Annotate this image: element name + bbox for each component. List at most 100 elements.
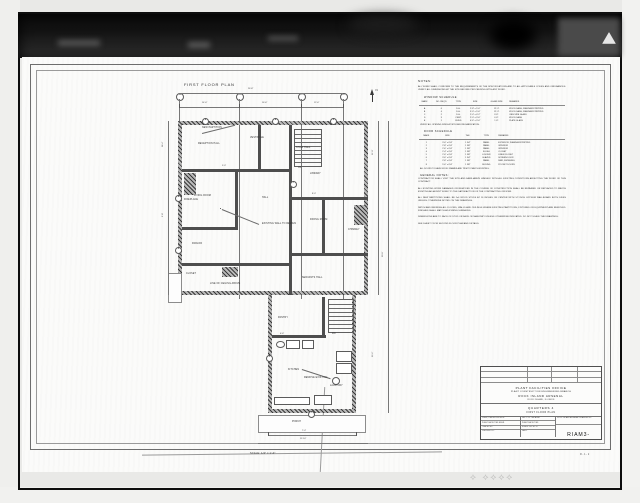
subject-block: QUARTERS 4 FIRST FLOOR PLAN (481, 404, 601, 417)
exterior-wall-south (178, 291, 368, 295)
film-glare (188, 42, 210, 48)
dimension-line (268, 435, 356, 436)
cell: PANEL (483, 144, 490, 147)
cell: OBSCURE GLASS (509, 113, 527, 116)
grid-bubble: C (298, 93, 306, 101)
field-label: CHIEF, DESIGN DIVISION (482, 417, 505, 420)
film-smudge (490, 20, 536, 50)
film-glare (268, 36, 298, 41)
cell: 1 LT. (494, 120, 499, 123)
room-label-living-room: LIVING ROOM (194, 195, 211, 197)
table-row: D 3 CSMT. 2'-0" x 3'-6" 6 LT. WOOD SASH (418, 117, 566, 120)
cell: 1 3/8" (465, 147, 471, 150)
sheet-number: R-1-2 (580, 453, 590, 456)
revision-row (481, 377, 601, 384)
door-schedule-footnote: ALL DOORS TO HAVE WOOD FRAMES AND TRIM T… (420, 167, 490, 170)
dimension-text: 10'-6" (382, 251, 384, 257)
plan-title: FIRST FLOOR PLAN (184, 82, 235, 87)
interior-wall (182, 263, 289, 266)
plan-scale-note: SCALE: 1/4" = 1'-0" (250, 452, 276, 455)
cell: B (423, 110, 426, 113)
cell: D.H. (456, 113, 461, 116)
window-mark: A (202, 118, 209, 125)
room-label-kitchen: KITCHEN (288, 369, 300, 371)
cell: 3 (425, 147, 427, 150)
cell: WOOD SASH (509, 117, 522, 120)
approval-field[interactable]: PLANT FACILITIES ENGR. (481, 421, 520, 426)
column-header: MARK (423, 134, 430, 137)
field-label: DATE: (521, 430, 528, 433)
cell: 1 3/8" (465, 154, 471, 157)
window-mark: B (175, 247, 182, 254)
checked-by-field[interactable]: CHECKED BY: (481, 430, 520, 433)
table-row: 5 2'-0" x 6'-8" 1 3/8" LOUVER LINEN CLOS… (418, 154, 566, 157)
cell: 2'-0" x 3'-6" (470, 117, 481, 120)
dimension-tick (301, 104, 302, 108)
cell: SCREEN DOOR (498, 157, 514, 160)
column-header: TYPE (483, 134, 489, 137)
cell: WOOD SASH, WEATHERSTRIPPED (509, 110, 544, 113)
column-header: SIZE (472, 101, 478, 104)
annotation-point (220, 208, 222, 210)
stair-direction-label: DN (332, 333, 336, 335)
approval-field[interactable]: CHIEF, DESIGN DIVISION (481, 417, 520, 422)
cell: 2'-8" x 6'-8" (442, 160, 453, 163)
cell: 6 (425, 157, 427, 160)
cell: SLIDING (482, 163, 491, 166)
cell: 1 3/8" (465, 144, 471, 147)
interior-wall (258, 125, 261, 169)
cell: 2'-4" x 6'-8" (442, 150, 453, 153)
film-margin-left (0, 0, 20, 503)
grid-bubble: A (176, 93, 184, 101)
field-label: DEPT. OF THE ARMY (521, 417, 541, 420)
interior-wall (289, 125, 292, 295)
approval-column: CHIEF, DESIGN DIVISION PLANT FACILITIES … (481, 416, 521, 437)
room-label-stair-hall: STAIR HALL (296, 147, 311, 149)
cell: 4 (425, 150, 427, 153)
window-schedule-table: MARK NO. REQ'D TYPE SIZE GLASS SIZE REMA… (418, 101, 566, 123)
drawing-number-label: ROCK ISLAND ARSENAL DRAWING NO. (556, 417, 601, 425)
wing-wall-east (352, 295, 356, 413)
kitchen-range (302, 340, 314, 349)
dimension-text: 4'-6" (280, 333, 285, 335)
cell: PANEL (483, 160, 490, 163)
dimension-text: 5'-0" (222, 165, 227, 167)
film-glare (58, 40, 100, 46)
column-header: NO. REQ'D (436, 101, 447, 104)
annotation-chimney: CHIMNEY (348, 229, 360, 231)
cell: 3'-0" x 6'-8" (442, 141, 453, 144)
dimension-text: 22'-0" (372, 149, 374, 155)
cell: FIXED (455, 120, 462, 123)
kitchen-counter (274, 397, 310, 405)
date-field[interactable]: DATE: (521, 430, 555, 433)
cell: 3 (440, 117, 442, 120)
room-label-porch: PORCH (292, 421, 302, 423)
agency-office: PLANT FACILITIES OFFICE (515, 385, 567, 390)
room-label-closet: CLOSET (186, 273, 197, 275)
grid-line (239, 99, 240, 299)
chimney-mass (184, 173, 196, 195)
traced-by-field[interactable]: TRACED BY: (481, 426, 520, 430)
table-row: B 4 D.H. 3'-0" x 5'-6" 12 LT. WOOD SASH,… (418, 111, 566, 114)
scale-value: 1/4" = 1'-0" (529, 426, 539, 428)
annotation-remove-existing: REMOVE EXISTING (304, 377, 328, 379)
general-note: ALL NEW PARTITIONS SHALL BE 2x4 WOOD STU… (418, 197, 566, 203)
interior-wall (292, 197, 368, 200)
cell: 2'-8" x 6'-8" (442, 144, 453, 147)
dimension-text: 12'-0" (314, 102, 320, 104)
room-label-dining-room: DINING ROOM (310, 219, 328, 221)
cell: 7 (425, 160, 427, 163)
general-note: SEE SHEET 2 FOR SECOND FLOOR PLAN AND DE… (418, 222, 480, 225)
field-label: TRACED BY: (482, 426, 494, 428)
cell: PANEL (483, 147, 490, 150)
annotation-new-partition: NEW PARTITION (202, 127, 222, 129)
scale-field[interactable]: SCALE: 1/4" = 1'-0" (520, 426, 556, 430)
dimension-text: 7'-4" (302, 430, 307, 432)
cell: A (423, 107, 426, 110)
door-mark: 6 (266, 355, 273, 362)
subject-title: QUARTERS 4 (527, 406, 555, 411)
cell: CSMT. (455, 117, 462, 120)
porch-outline (168, 273, 182, 303)
cell: 2 (440, 113, 442, 116)
